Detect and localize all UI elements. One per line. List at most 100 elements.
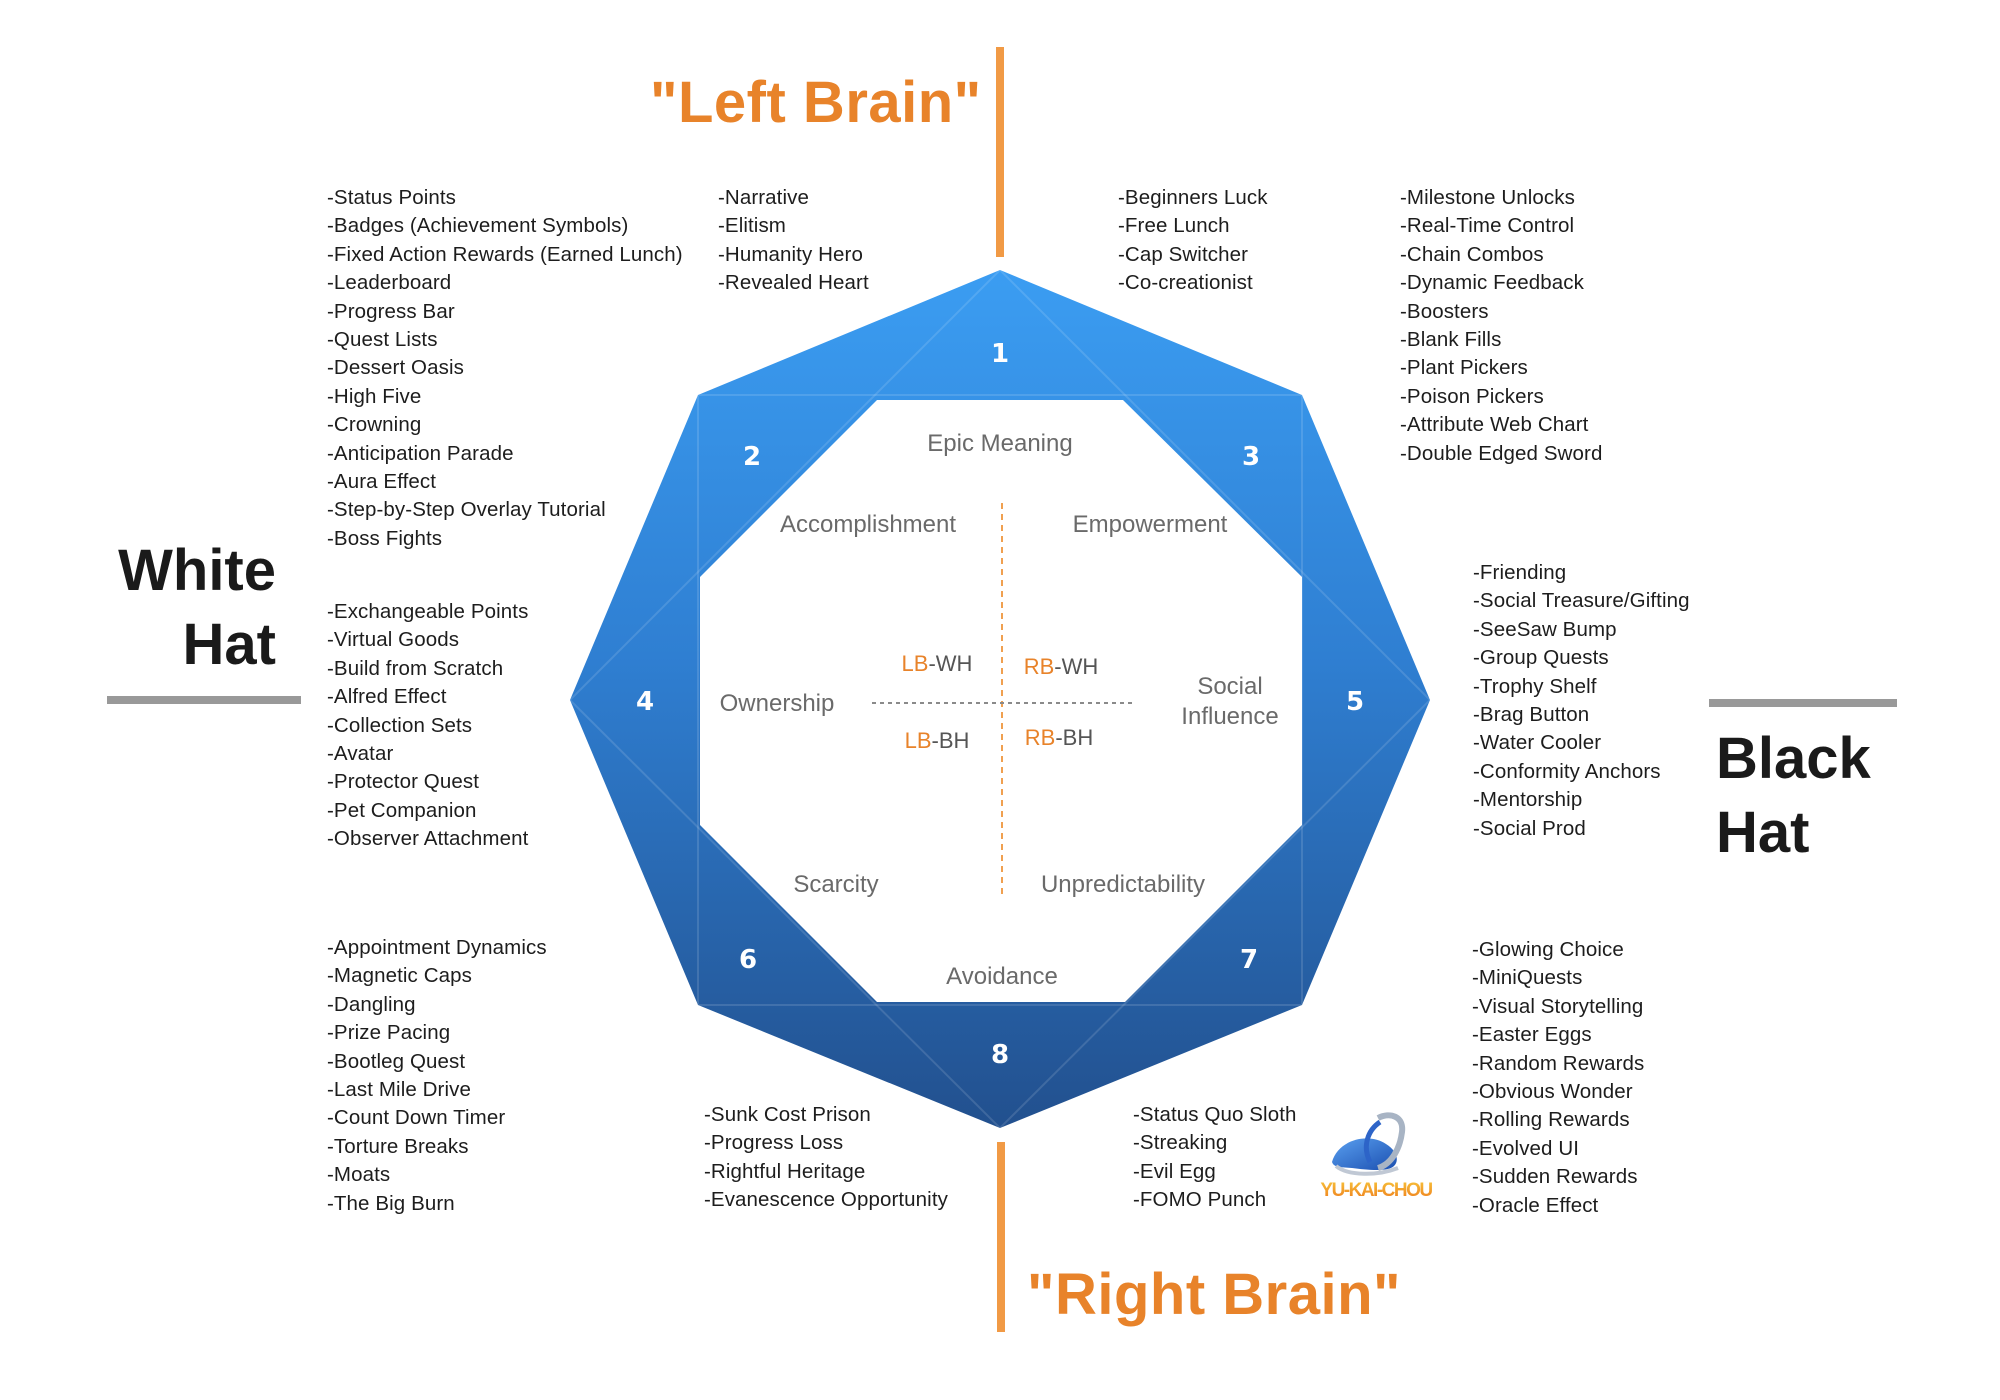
technique-item: -Real-Time Control [1400, 214, 1575, 238]
white-hat-title: White Hat [100, 534, 276, 682]
quadrant-rb-wh: RB-WH [1024, 654, 1099, 679]
technique-item: -Social Prod [1473, 816, 1586, 840]
quadrant-lb-wh: LB-WH [902, 651, 973, 676]
quadrant-lb-wh-suffix: -WH [928, 651, 972, 676]
technique-item: -MiniQuests [1472, 966, 1583, 990]
technique-item: -Crowning [327, 413, 422, 437]
technique-item: -Poison Pickers [1400, 384, 1544, 408]
drive-number-7: 7 [1240, 945, 1258, 975]
technique-item: -Fixed Action Rewards (Earned Lunch) [327, 242, 683, 266]
technique-item: -Chain Combos [1400, 242, 1544, 266]
technique-item: -Magnetic Caps [327, 964, 472, 988]
technique-item: -Attribute Web Chart [1400, 413, 1589, 437]
technique-item: -Rolling Rewards [1472, 1108, 1630, 1132]
technique-item: -Humanity Hero [718, 242, 863, 266]
drive-number-1: 1 [991, 339, 1009, 369]
drive-name-accomplishment: Accomplishment [780, 511, 956, 538]
technique-item: -Beginners Luck [1118, 186, 1268, 209]
technique-item: -Dessert Oasis [327, 356, 464, 380]
right-brain-title: "Right Brain" [1027, 1262, 1402, 1327]
list-ownership: -Exchangeable Points-Virtual Goods-Build… [327, 598, 528, 854]
left-brain-axis-line [996, 47, 1004, 257]
list-social-influence: -Friending -Social Treasure/Gifting -SeeSa… [1473, 559, 1690, 843]
technique-item: -Count Down Timer [327, 1106, 506, 1130]
quadrant-rb-bh-prefix: RB [1025, 725, 1056, 750]
quadrant-lb-bh-suffix: -BH [932, 728, 970, 753]
right-brain-axis-line [997, 1142, 1005, 1332]
technique-item: -Protector Quest [327, 770, 479, 794]
list-avoidance-right: -Status Quo Sloth-Streaking-Evil Egg-FOM… [1133, 1101, 1297, 1215]
technique-item: -Conformity Anchors [1473, 759, 1661, 783]
technique-item: -Elitism [718, 214, 786, 238]
technique-item: -Leaderboard [327, 271, 452, 295]
technique-item: -Group Quests [1473, 646, 1609, 670]
technique-item: -Rightful Heritage [704, 1159, 866, 1183]
white-hat-line1: White [118, 538, 276, 603]
technique-item: -Aura Effect [327, 470, 437, 494]
technique-item: -Boss Fights [327, 526, 443, 550]
quadrant-lb-wh-prefix: LB [902, 651, 929, 676]
technique-item: -Oracle Effect [1472, 1193, 1599, 1217]
technique-item: -Obvious Wonder [1472, 1080, 1633, 1104]
technique-item: -Double Edged Sword [1400, 441, 1603, 465]
technique-item: -Random Rewards [1472, 1051, 1645, 1075]
drive-name-social-line1: Social [1197, 673, 1262, 700]
octagon-square-guide [697, 394, 1303, 1006]
technique-item: -Boosters [1400, 299, 1489, 323]
technique-item: -Dangling [327, 992, 416, 1016]
technique-item: -Anticipation Parade [327, 441, 514, 465]
octagon-diamond-guide [568, 268, 1432, 1130]
quadrant-rb-wh-suffix: -WH [1054, 654, 1098, 679]
technique-item: -Mentorship [1473, 788, 1583, 812]
technique-item: -Sunk Cost Prison [704, 1103, 871, 1126]
technique-item: -Milestone Unlocks [1400, 186, 1575, 209]
technique-item: -Observer Attachment [327, 827, 529, 851]
technique-item: -The Big Burn [327, 1191, 455, 1215]
technique-item: -Moats [327, 1163, 391, 1187]
drive-name-avoidance: Avoidance [946, 963, 1058, 990]
drive-name-empowerment: Empowerment [1073, 511, 1228, 538]
drive-number-6: 6 [739, 945, 757, 975]
technique-item: -Virtual Goods [327, 628, 460, 652]
drive-number-3: 3 [1242, 442, 1260, 472]
technique-item: -Water Cooler [1473, 731, 1602, 755]
drive-name-social-line2: Influence [1181, 703, 1278, 730]
technique-item: -Streaking [1133, 1131, 1228, 1155]
drive-name-scarcity: Scarcity [793, 871, 878, 898]
technique-item: -Quest Lists [327, 328, 438, 352]
technique-item: -Evanescence Opportunity [704, 1188, 948, 1212]
drive-name-unpredictability: Unpredictability [1041, 871, 1205, 898]
technique-item: -Prize Pacing [327, 1021, 451, 1045]
swoosh-logo-icon: YU-KAI-CHOU [1320, 1112, 1434, 1201]
technique-item: -Glowing Choice [1472, 938, 1624, 961]
drive-number-5: 5 [1346, 687, 1364, 717]
technique-item: -Evolved UI [1472, 1136, 1580, 1160]
technique-item: -Trophy Shelf [1473, 674, 1597, 698]
technique-item: -Avatar [327, 742, 394, 766]
white-hat-line2: Hat [182, 612, 276, 677]
drive-number-2: 2 [743, 442, 761, 472]
white-hat-divider [107, 696, 301, 704]
drive-number-4: 4 [636, 687, 654, 717]
technique-item: -Evil Egg [1133, 1159, 1216, 1183]
left-brain-title: "Left Brain" [650, 70, 982, 135]
drive-number-8: 8 [991, 1040, 1009, 1070]
black-hat-divider [1709, 699, 1897, 707]
technique-item: -Social Treasure/Gifting [1473, 589, 1690, 613]
quadrant-rb-wh-prefix: RB [1024, 654, 1055, 679]
list-avoidance-left: -Sunk Cost Prison-Progress Loss-Rightful… [704, 1101, 948, 1215]
black-hat-line1: Black [1716, 726, 1871, 791]
technique-item: -Dynamic Feedback [1400, 271, 1584, 295]
technique-item: -Plant Pickers [1400, 356, 1528, 380]
yukai-chou-logo: YU-KAI-CHOU [1308, 1110, 1444, 1202]
list-empowerment: -Milestone Unlocks -Real-Time Control -Cha… [1400, 184, 1602, 468]
list-epic-meaning-right: -Beginners Luck-Free Lunch-Cap Switcher-… [1118, 184, 1268, 298]
technique-item: -SeeSaw Bump [1473, 617, 1617, 641]
technique-item: -Step-by-Step Overlay Tutorial [327, 498, 606, 522]
list-unpredictability: -Glowing Choice-MiniQuests-Visual Storyt… [1472, 936, 1644, 1220]
drive-name-epic-meaning: Epic Meaning [927, 430, 1072, 457]
technique-item: -Friending [1473, 561, 1567, 584]
quadrant-rb-bh: RB-BH [1025, 725, 1093, 750]
technique-item: -Status Points [327, 186, 457, 209]
